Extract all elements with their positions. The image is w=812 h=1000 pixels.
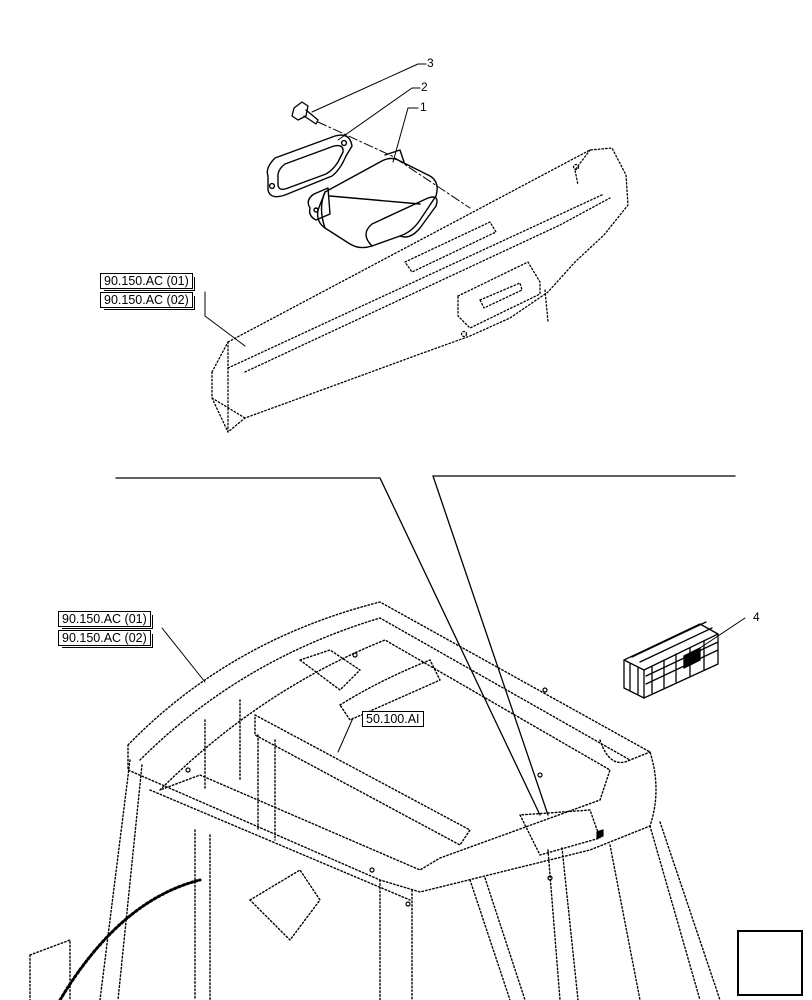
return-nav-button[interactable] (737, 930, 803, 996)
reference-link[interactable]: 90.150.AC (01) (100, 273, 193, 289)
frame-reference: 50.100.AI (362, 711, 424, 727)
duct-box (307, 149, 438, 249)
lower-reference-group: 90.150.AC (01) 90.150.AC (02) (58, 611, 151, 646)
callout-1: 1 (420, 100, 427, 114)
bolt (291, 101, 319, 125)
callout-2: 2 (421, 80, 428, 94)
upper-reference-group: 90.150.AC (01) 90.150.AC (02) (100, 273, 193, 308)
duct-panel (211, 147, 629, 433)
reference-link[interactable]: 50.100.AI (362, 711, 424, 727)
callout-4: 4 (753, 610, 760, 624)
cab-frame (29, 601, 721, 1000)
callout-3: 3 (427, 56, 434, 70)
reference-link[interactable]: 90.150.AC (02) (100, 292, 193, 308)
reference-link[interactable]: 90.150.AC (02) (58, 630, 151, 646)
reference-link[interactable]: 90.150.AC (01) (58, 611, 151, 627)
kit-crate-icon (623, 621, 719, 699)
gasket (266, 134, 353, 198)
